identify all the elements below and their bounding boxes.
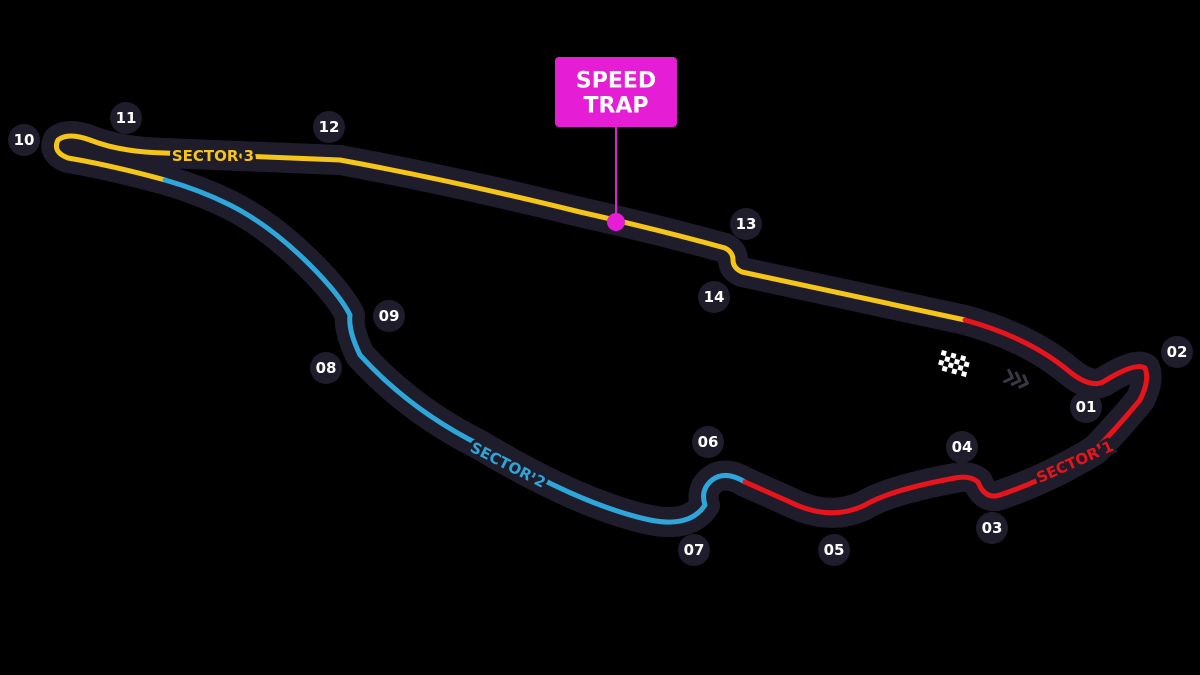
turn-13-badge: 13 — [730, 208, 762, 240]
turn-13-label: 13 — [736, 215, 757, 233]
turn-14-label: 14 — [704, 288, 725, 306]
turn-10-badge: 10 — [8, 124, 40, 156]
turn-2-label: 02 — [1167, 343, 1188, 361]
turn-4-badge: 04 — [946, 431, 978, 463]
turn-11-label: 11 — [116, 109, 137, 127]
sector-1-path — [742, 317, 1150, 516]
turn-2-badge: 02 — [1161, 336, 1193, 368]
speed-trap-marker: SPEED TRAP — [555, 57, 677, 231]
turn-10-label: 10 — [14, 131, 35, 149]
turn-7-label: 07 — [684, 541, 705, 559]
turn-5-badge: 05 — [818, 534, 850, 566]
turn-8-badge: 08 — [310, 352, 342, 384]
speed-trap-line-2: TRAP — [583, 94, 648, 119]
turn-3-badge: 03 — [976, 512, 1008, 544]
turn-7-badge: 07 — [678, 534, 710, 566]
turn-4-label: 04 — [952, 438, 973, 456]
turn-1-badge: 01 — [1070, 391, 1102, 423]
turn-9-label: 09 — [379, 307, 400, 325]
track-outline — [41, 121, 1162, 538]
turn-1-label: 01 — [1076, 398, 1097, 416]
speed-trap-dot — [607, 213, 625, 231]
turn-6-badge: 06 — [692, 426, 724, 458]
turn-6-label: 06 — [698, 433, 719, 451]
turn-3-label: 03 — [982, 519, 1003, 537]
turn-11-badge: 11 — [110, 102, 142, 134]
sector-2-path — [162, 177, 748, 525]
checkered-flag-icon — [938, 350, 970, 378]
direction-chevrons-icon — [1003, 368, 1029, 389]
speed-trap-line-1: SPEED — [576, 69, 656, 94]
speed-trap-box — [555, 57, 677, 127]
sector-3-path — [53, 133, 968, 323]
turn-9-badge: 09 — [373, 300, 405, 332]
turn-14-badge: 14 — [698, 281, 730, 313]
turn-12-badge: 12 — [313, 111, 345, 143]
turn-5-label: 05 — [824, 541, 845, 559]
sector-3-label: SECTOR 3 — [172, 147, 254, 165]
turn-8-label: 08 — [316, 359, 337, 377]
turn-12-label: 12 — [319, 118, 340, 136]
